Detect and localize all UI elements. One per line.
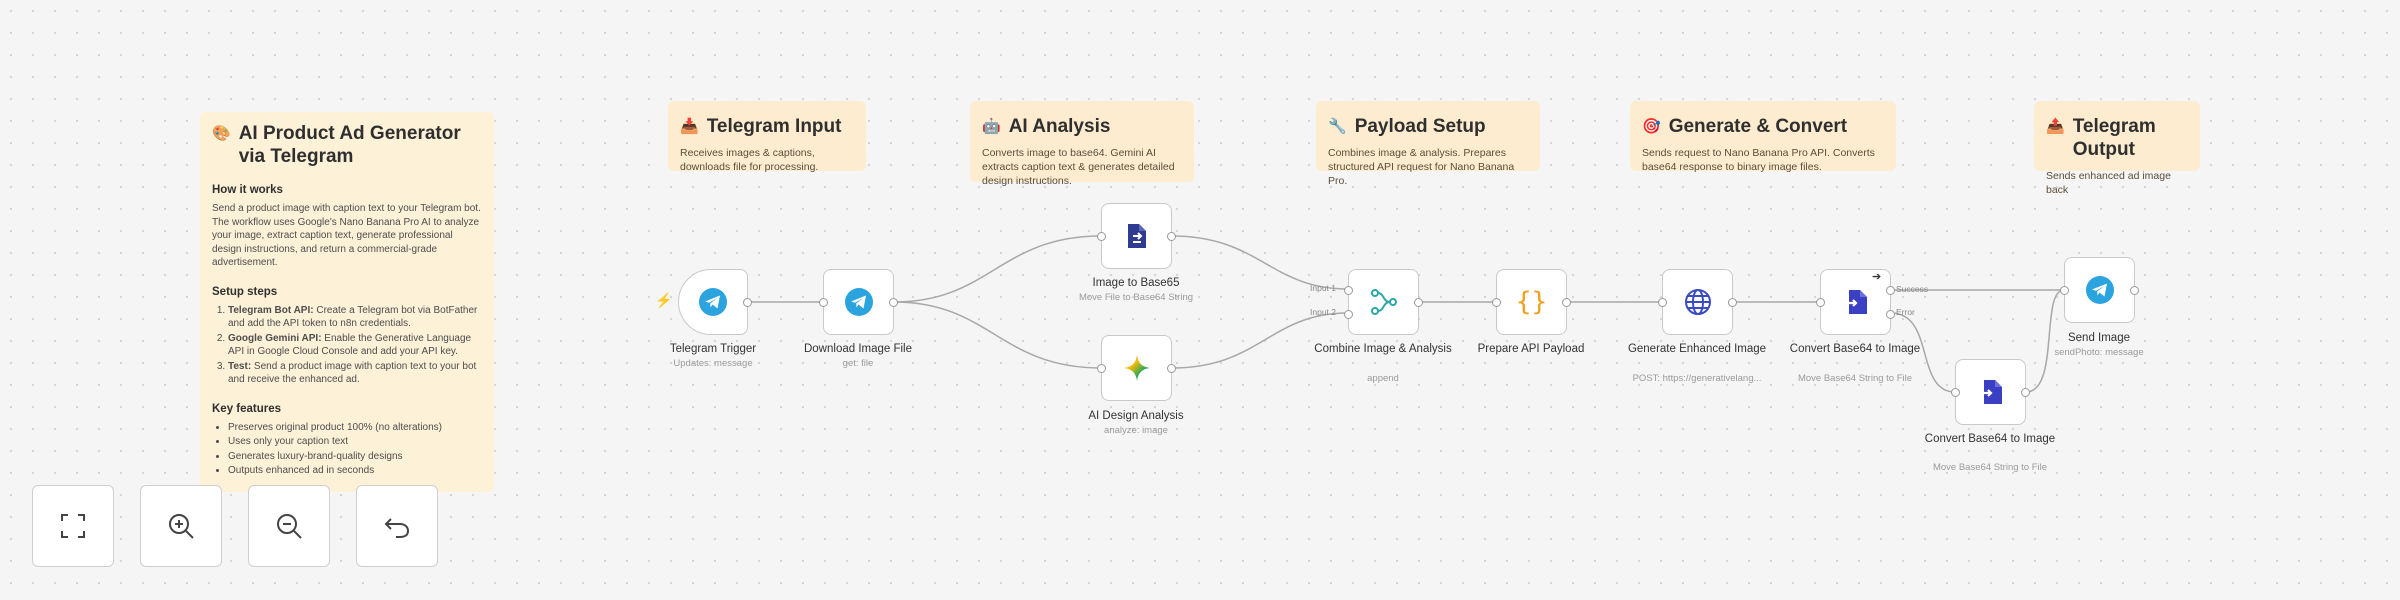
target-icon: 🎯 [1642,118,1661,135]
features-list: Preserves original product 100% (no alte… [212,421,482,478]
node-label: Combine Image & Analysis [1314,343,1452,355]
wrench-icon: 🔧 [1328,118,1347,135]
edge-base64-combine [1171,235,1349,290]
edge-download-ai [893,301,1102,369]
merge-icon [1369,287,1399,317]
edge-download-base64 [893,235,1102,303]
zoom-in-icon [169,514,194,539]
fullscreen-icon [61,514,85,538]
node-label: Convert Base64 to Image [1789,343,1921,355]
edge-label-success: Success [1896,284,1929,294]
edge-label-input2: Input 2 [1310,307,1336,317]
setup-steps-list: Telegram Bot API: Create a Telegram bot … [212,304,482,387]
edge-label-error: Error [1896,307,1915,317]
node-prepare-payload[interactable]: {} [1492,269,1571,335]
feature-item: Generates luxury-brand-quality designs [228,450,482,464]
node-sub: POST: https://generativelang... [1632,373,1762,384]
setup-heading: Setup steps [212,285,278,298]
main-note-title: 🎨 AI Product Ad Generator via Telegram [212,123,461,167]
edge-convert1-convert2-error [1890,312,1956,393]
node-sub: analyze: image [1104,425,1168,436]
note-generate-convert: 🎯Generate & Convert Sends request to Nan… [1630,101,1896,173]
node-sub: get: file [842,358,874,369]
telegram-icon [698,287,728,317]
node-ai-design-analysis[interactable] [1097,335,1176,401]
edge-ai-combine [1171,312,1349,369]
node-label: Download Image File [803,343,913,355]
inbox-icon: 📥 [680,118,699,135]
telegram-icon [2085,275,2115,305]
file-convert-icon [1122,221,1152,251]
node-label: Send Image [2067,332,2130,344]
gemini-icon [1122,353,1152,383]
node-convert-base64-2[interactable] [1951,359,2030,425]
node-sub: Move Base64 String to File [1797,373,1913,384]
note-ai-analysis: 🤖AI Analysis Converts image to base64. G… [970,101,1194,187]
node-label: Generate Enhanced Image [1627,343,1767,355]
setup-step: Google Gemini API: Enable the Generative… [228,332,482,359]
telegram-icon [844,287,874,317]
robot-icon: 🤖 [982,118,1001,135]
feature-item: Outputs enhanced ad in seconds [228,464,482,478]
features-heading: Key features [212,402,282,415]
node-sub: Move Base64 String to File [1932,462,2048,473]
zoom-out-icon [277,514,302,539]
trigger-bolt-icon: ⚡ [655,292,673,308]
node-sub: Updates: message [673,358,753,369]
zoom-out-button[interactable] [248,485,330,567]
main-sticky-note: 🎨 AI Product Ad Generator via Telegram H… [200,112,494,492]
node-sub: Move File to Base64 String [1078,292,1194,303]
node-sub: append [1367,373,1399,384]
fit-view-button[interactable] [32,485,114,567]
node-generate-image[interactable] [1658,269,1737,335]
node-label: Telegram Trigger [669,343,757,355]
undo-icon [384,518,410,538]
node-convert-base64-1[interactable] [1816,269,1895,335]
node-sub: sendPhoto: message [2054,347,2144,358]
node-label: Convert Base64 to Image [1924,433,2056,445]
node-label: AI Design Analysis [1088,410,1184,422]
edge-label-input1: Input 1 [1310,283,1336,293]
zoom-in-button[interactable] [140,485,222,567]
setup-step: Telegram Bot API: Create a Telegram bot … [228,304,482,331]
file-convert-icon [1976,377,2006,407]
feature-item: Preserves original product 100% (no alte… [228,421,482,435]
note-telegram-input: 📥Telegram Input Receives images & captio… [668,101,866,173]
node-label: Image to Base65 [1092,277,1180,289]
setup-step: Test: Send a product image with caption … [228,360,482,387]
node-send-image[interactable] [2060,257,2139,323]
arrow-icon: ➔ [1872,271,1882,283]
node-label: Prepare API Payload [1477,343,1585,355]
feature-item: Uses only your caption text [228,435,482,449]
node-image-to-base64[interactable] [1097,203,1176,269]
node-telegram-trigger[interactable] [678,269,752,335]
undo-button[interactable] [356,485,438,567]
outbox-icon: 📤 [2046,118,2065,135]
globe-icon [1683,287,1713,317]
note-payload-setup: 🔧Payload Setup Combines image & analysis… [1316,101,1540,187]
how-text: Send a product image with caption text t… [212,203,481,268]
how-heading: How it works [212,184,283,196]
note-telegram-output: 📤Telegram Output Sends enhanced ad image… [2034,101,2200,196]
code-braces-icon: {} [1515,287,1548,317]
file-convert-icon [1841,287,1871,317]
node-download-image[interactable] [819,269,898,335]
node-combine[interactable] [1344,269,1423,335]
edge-convert2-send [2025,289,2065,393]
palette-icon: 🎨 [212,125,231,142]
